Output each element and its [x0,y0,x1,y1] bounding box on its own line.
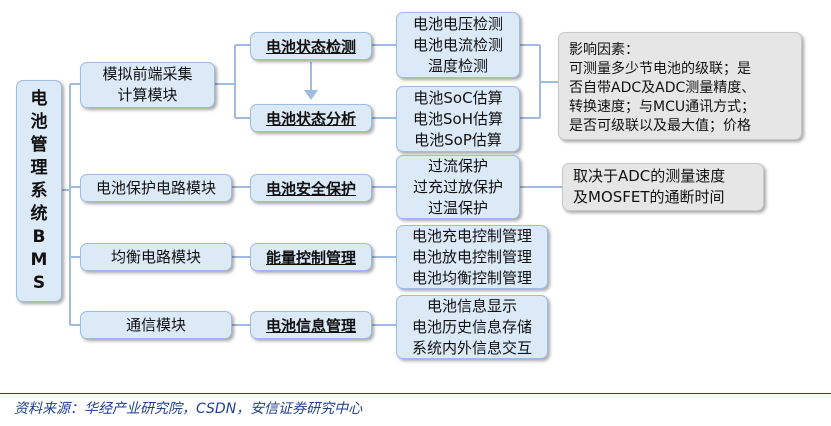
root-char: B [32,226,46,247]
function-state-analysis: 电池状态分析 [250,104,372,132]
detail-line: 电池电压检测 [412,14,503,33]
detail-line: 电池信息显示 [426,296,517,315]
function-info-management: 电池信息管理 [250,311,372,339]
note-line: 影响因素： [569,42,639,58]
detail-line: 电池SoP估算 [414,130,502,149]
function-label: 能量控制管理 [265,248,356,267]
detail-line: 过流保护 [427,156,488,175]
detail-protection-items: 过流保护 过充过放保护 过温保护 [396,155,520,219]
module-protection: 电池保护电路模块 [80,174,232,202]
root-char: 池 [30,111,48,132]
source-note: 资料来源：华经产业研究院，CSDN，安信证券研究中心 [14,401,363,417]
note-line: 取决于ADC的测量速度 [573,167,726,185]
note-influence-factors: 影响因素： 可测量多少节电池的级联；是 否自带ADC及ADC测量精度、 转换速度… [558,32,802,140]
root-char: 系 [30,180,48,201]
module-label: 电池保护电路模块 [95,178,216,197]
footer-divider [0,393,831,394]
module-balancing: 均衡电路模块 [80,243,232,271]
note-adc-mosfet: 取决于ADC的测量速度 及MOSFET的通断时间 [562,163,764,211]
detail-line: 电池均衡控制管理 [411,268,532,287]
root-char: 电 [30,88,48,109]
function-state-detection: 电池状态检测 [250,32,372,60]
detail-line: 过充过放保护 [412,177,503,196]
function-energy-control: 能量控制管理 [250,243,372,271]
function-safety-protection: 电池安全保护 [250,174,372,202]
module-label: 模拟前端采集 [102,65,193,83]
root-char: M [30,249,48,270]
note-line: 转换速度；与MCU通讯方式； [569,99,756,115]
detail-detection-items: 电池电压检测 电池电流检测 温度检测 [396,12,520,78]
function-label: 电池状态分析 [265,109,356,128]
detail-line: 电池电流检测 [412,35,503,54]
detail-line: 电池SoC估算 [413,88,503,107]
module-label: 计算模块 [117,86,178,104]
root-char: 理 [30,157,48,178]
function-label: 电池信息管理 [265,316,356,335]
module-label: 均衡电路模块 [110,247,201,266]
module-label: 通信模块 [125,315,186,334]
root-char: 管 [30,134,48,155]
detail-line: 电池放电控制管理 [411,247,532,266]
note-line: 及MOSFET的通断时间 [573,188,725,206]
detail-energy-items: 电池充电控制管理 电池放电控制管理 电池均衡控制管理 [396,225,548,289]
detail-line: 电池历史信息存储 [411,317,532,336]
detail-line: 电池SoH估算 [413,109,503,128]
note-line: 是否可级联以及最大值；价格 [569,118,751,134]
detail-info-items: 电池信息显示 电池历史信息存储 系统内外信息交互 [396,295,548,359]
detail-line: 系统内外信息交互 [411,338,532,357]
root-bms: 电 池 管 理 系 统 B M S [16,80,62,302]
note-line: 否自带ADC及ADC测量精度、 [569,80,756,96]
function-label: 电池安全保护 [265,179,356,198]
root-char: S [32,272,46,293]
module-communication: 通信模块 [80,311,232,339]
module-afe: 模拟前端采集 计算模块 [80,62,215,108]
detail-line: 温度检测 [427,56,488,75]
function-label: 电池状态检测 [265,37,356,56]
detail-line: 过温保护 [427,198,488,217]
root-char: 统 [30,203,48,224]
detail-analysis-items: 电池SoC估算 电池SoH估算 电池SoP估算 [396,86,520,152]
detail-line: 电池充电控制管理 [411,226,532,245]
note-line: 可测量多少节电池的级联；是 [569,61,751,77]
